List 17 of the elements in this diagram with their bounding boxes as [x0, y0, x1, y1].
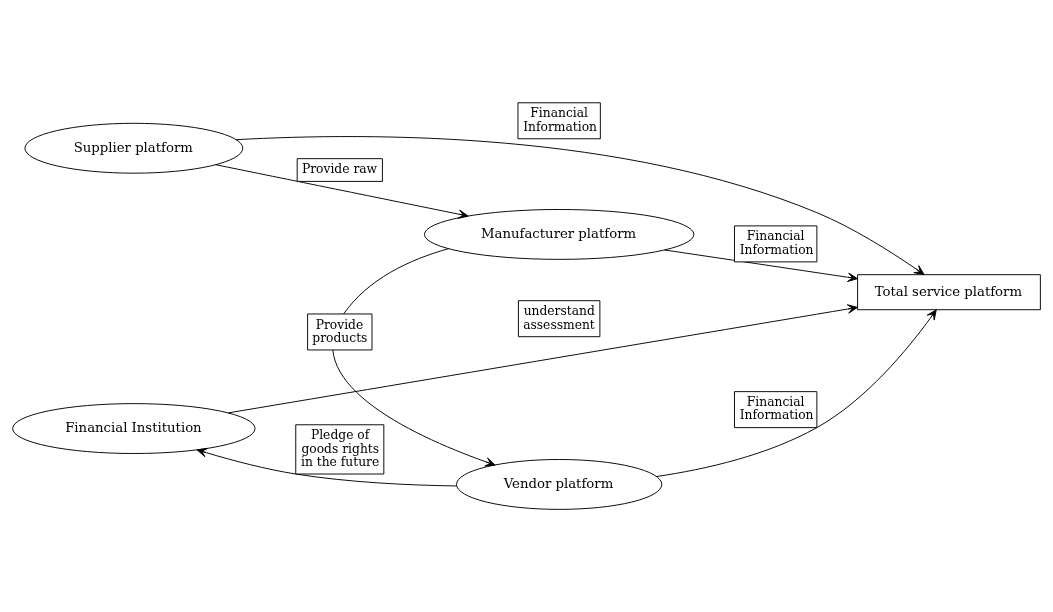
arrow	[332, 248, 496, 467]
edge-label: Financial Information	[739, 229, 814, 257]
node-ellipse: Financial Institution	[12, 403, 256, 454]
node-box: Total service platform	[857, 274, 1041, 311]
arrow	[196, 448, 458, 487]
arrow	[235, 136, 925, 276]
edge-label: understand assessment	[523, 304, 595, 332]
arrow	[215, 164, 469, 219]
arrow	[663, 249, 858, 282]
edge-label: Financial Information	[739, 395, 814, 423]
arrow	[655, 309, 937, 477]
node-ellipse: Supplier platform	[24, 122, 244, 174]
edge-label: Provide raw	[301, 162, 378, 177]
edge-label: Provide products	[312, 317, 368, 345]
arrow	[227, 304, 858, 414]
edge-label: Financial Information	[523, 106, 597, 134]
edge-label: Pledge of goods rights in the future	[300, 428, 380, 469]
